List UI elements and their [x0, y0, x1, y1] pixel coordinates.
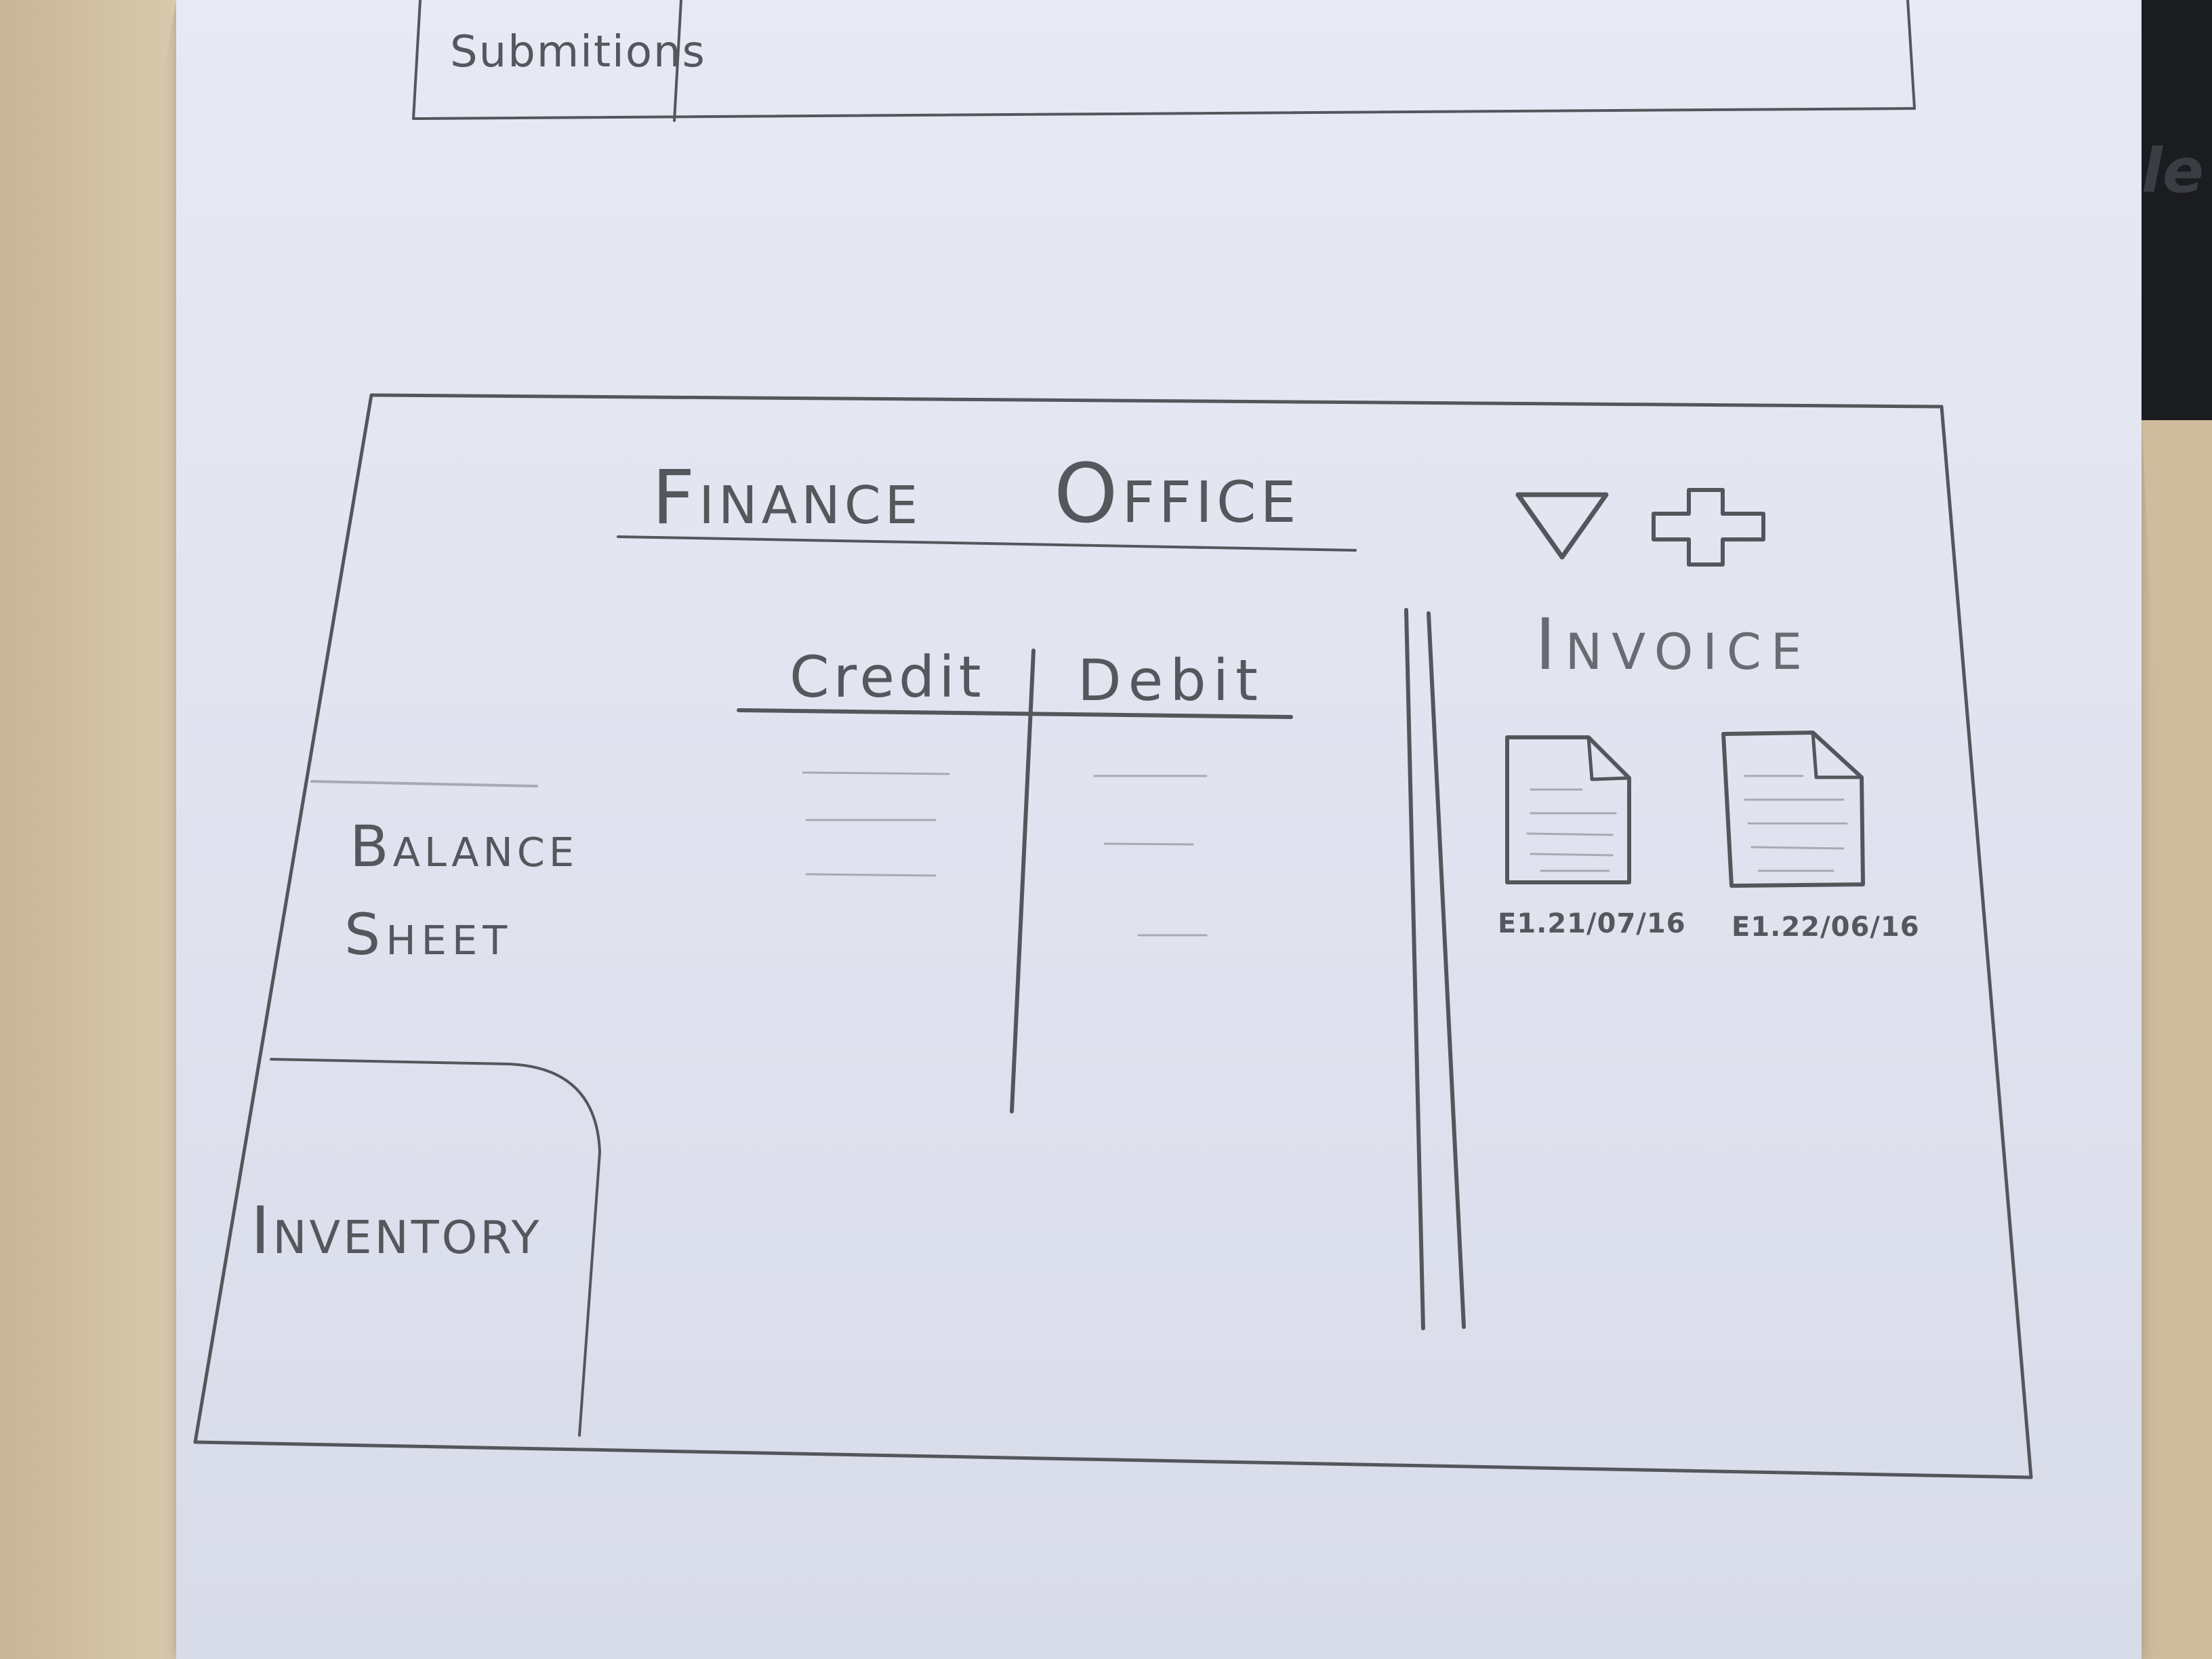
- invoice-title: Invoice: [1535, 603, 1812, 686]
- invoice-file-1[interactable]: E1.21/07/16: [1498, 732, 1685, 956]
- sidebar-item-balance-sheet[interactable]: Balance Sheet: [344, 813, 574, 989]
- ledger-header-line: [737, 708, 1293, 719]
- ledger-column-divider: [1010, 649, 1036, 1113]
- sketch-paper: [176, 0, 2142, 1659]
- page-title-office: Office: [1054, 447, 1300, 541]
- page-title-finance: Finance: [652, 454, 922, 541]
- sidebar-item-inventory-label: Inventory: [251, 1193, 542, 1269]
- document-icon: [1721, 731, 1865, 888]
- panel-divider: [1404, 608, 1466, 1330]
- triangle-down-icon[interactable]: [1515, 489, 1610, 560]
- ledger-placeholder-lines: [802, 771, 1208, 937]
- ledger-header-debit: Debit: [1078, 647, 1265, 714]
- title-underline: [617, 535, 1357, 552]
- invoice-file-1-label: E1.21/07/16: [1498, 908, 1686, 939]
- sidebar-item-balance-label: Balance: [350, 813, 579, 880]
- submissions-tab[interactable]: Submitions: [450, 27, 706, 77]
- plus-icon[interactable]: [1648, 487, 1770, 568]
- invoice-file-2-label: E1.22/06/16: [1732, 912, 1920, 943]
- document-icon: [1505, 735, 1631, 884]
- ledger-header-credit: Credit: [790, 644, 985, 710]
- sidebar-item-sheet-label: Sheet: [344, 901, 513, 968]
- previous-frame-border: [412, 0, 1916, 122]
- sidebar-tab-outline: [270, 1058, 601, 1437]
- sidebar-divider-top: [310, 780, 538, 787]
- main-frame-border: [193, 393, 2033, 1479]
- invoice-file-2[interactable]: E1.22/06/16: [1718, 729, 1921, 959]
- sidebar-item-inventory[interactable]: Inventory: [251, 1193, 576, 1308]
